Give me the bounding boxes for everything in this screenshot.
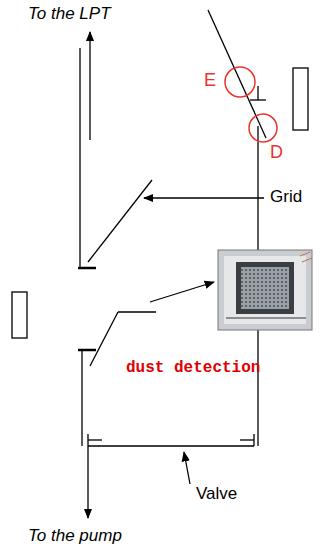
port-label: To the LPT <box>28 4 111 24</box>
stop-symbol <box>250 99 266 100</box>
port-label-text: To the pump <box>28 526 122 546</box>
detector-flap <box>118 311 156 312</box>
part-label-text: Grid <box>270 187 302 207</box>
valve-symbol <box>87 434 88 446</box>
port-label-text: To the LPT <box>28 4 111 24</box>
valve-symbol <box>88 439 102 440</box>
point-label: D <box>270 142 283 163</box>
valve-symbol <box>240 439 254 440</box>
part-label-text: Valve <box>196 484 237 504</box>
highlight-circle <box>225 67 255 97</box>
detector-flap <box>90 312 118 366</box>
highlight-circle <box>249 114 277 142</box>
flow-arrow <box>87 446 88 518</box>
part-label-text: dust detection <box>126 359 260 377</box>
tube-wall <box>79 48 80 268</box>
valve-symbol <box>88 445 254 446</box>
bracket <box>12 292 27 338</box>
sensor-photo <box>218 250 312 330</box>
wall-end <box>78 267 96 270</box>
leader-arrow <box>150 282 214 302</box>
flap-line <box>208 10 266 138</box>
stop-symbol <box>257 86 258 100</box>
port-label: To the pump <box>28 526 122 546</box>
leader-arrow <box>144 197 264 198</box>
flow-arrow <box>89 32 90 140</box>
part-label: Valve <box>196 484 237 504</box>
valve-symbol <box>253 434 254 446</box>
grid-line <box>88 180 152 262</box>
point-label: E <box>204 70 216 91</box>
point-label-text: E <box>204 70 216 91</box>
wall-end <box>78 349 96 352</box>
point-label-text: D <box>270 142 283 163</box>
part-label: Grid <box>270 187 302 207</box>
bracket <box>293 68 308 130</box>
part-label: dust detection <box>126 359 260 377</box>
leader-arrow <box>184 452 190 484</box>
tube-wall <box>81 350 82 446</box>
